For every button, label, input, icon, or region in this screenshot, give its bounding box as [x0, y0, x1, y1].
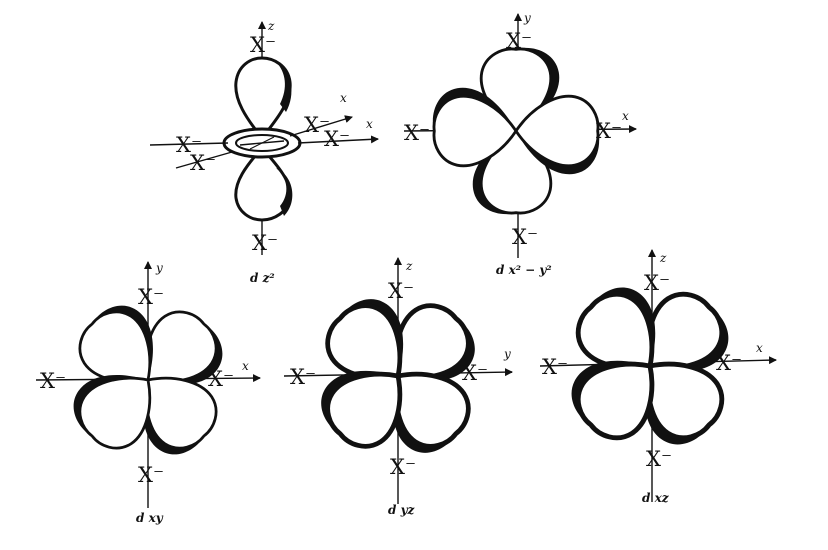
orbital-label-dyz: d yz — [388, 503, 416, 517]
ligand-top: X⁻ — [506, 29, 532, 53]
y-axis — [289, 115, 353, 137]
y-axis-label: y — [503, 347, 511, 361]
x-axis-label: x — [242, 359, 249, 373]
y-axis-label: x — [340, 91, 347, 105]
ligand-right: X⁻ — [462, 361, 488, 385]
ligand-right: X⁻ — [324, 127, 350, 151]
x-axis-left — [149, 142, 229, 146]
x-axis-label: x — [366, 117, 373, 131]
x-axis — [297, 135, 379, 144]
ligand-right: X⁻ — [716, 351, 742, 375]
ligand-top: X⁻ — [250, 33, 276, 57]
ligand-front: X⁻ — [304, 113, 330, 137]
ligand-back: X⁻ — [190, 151, 216, 175]
z-axis-label: z — [267, 19, 275, 33]
orbital-label-dx2y2: d x² − y² — [496, 263, 552, 277]
ligand-top: X⁻ — [138, 285, 164, 309]
ligand-left: X⁻ — [40, 369, 66, 393]
orbital-dz2: z x x X⁻ X⁻ X⁻ X⁻ X⁻ X⁻ d z² — [149, 19, 379, 285]
orbital-dx2y2: y x X⁻ X⁻ X⁻ X⁻ d x² − y² — [403, 11, 637, 277]
ligand-bottom: X⁻ — [512, 225, 538, 249]
y-axis-label: y — [523, 11, 531, 25]
ligand-left: X⁻ — [542, 355, 568, 379]
ligand-bottom: X⁻ — [138, 463, 164, 487]
z-axis-label: z — [659, 251, 667, 265]
orbital-dyz: z y X⁻ X⁻ X⁻ X⁻ d yz — [283, 257, 513, 517]
z-axis-label: z — [405, 259, 413, 273]
ligand-left: X⁻ — [176, 133, 202, 157]
x-axis-label: x — [622, 109, 629, 123]
ligand-top: X⁻ — [388, 279, 414, 303]
ligand-bottom: X⁻ — [390, 455, 416, 479]
orbital-label-dz2: d z² — [250, 271, 275, 285]
orbital-dxz: z x X⁻ X⁻ X⁻ X⁻ d xz — [539, 249, 777, 505]
x-axis-label: x — [756, 341, 763, 355]
ligand-left: X⁻ — [290, 365, 316, 389]
y-axis-label: y — [155, 261, 163, 275]
ligand-right: X⁻ — [208, 367, 234, 391]
ligand-left: X⁻ — [404, 121, 430, 145]
orbital-label-dxz: d xz — [642, 491, 670, 505]
ligand-bottom: X⁻ — [252, 231, 278, 255]
ligand-right: X⁻ — [596, 119, 622, 143]
y-axis-back — [175, 151, 233, 169]
orbital-dxy: y x X⁻ X⁻ X⁻ X⁻ d xy — [35, 261, 261, 525]
ligand-top: X⁻ — [644, 271, 670, 295]
orbital-label-dxy: d xy — [136, 511, 164, 525]
ligand-bottom: X⁻ — [646, 447, 672, 471]
